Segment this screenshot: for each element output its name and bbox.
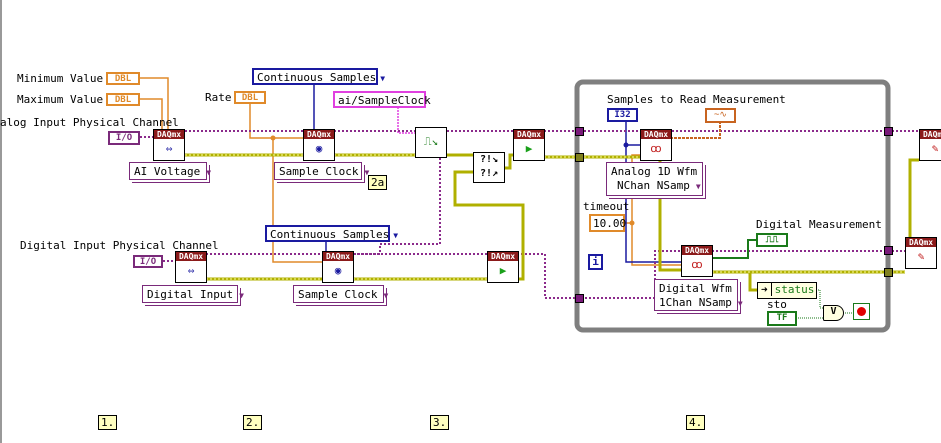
node-header: DAQmx xyxy=(920,130,941,139)
error-tunnel xyxy=(884,268,893,277)
node-header: DAQmx xyxy=(514,130,544,139)
loop-condition-stop[interactable] xyxy=(853,303,870,320)
sample-mode-enum-2[interactable]: Continuous Samples▼ xyxy=(265,225,398,242)
stop-task-ai-node[interactable]: DAQmx ✎ xyxy=(919,129,941,161)
max-value-label: Maximum Value xyxy=(17,93,104,106)
dropdown-arrow-icon: ▼ xyxy=(383,291,389,300)
dropdown-arrow-icon: ▼ xyxy=(239,291,244,300)
clock-icon: ◉ xyxy=(315,142,323,155)
step-label-3: 3. xyxy=(430,415,450,430)
play-icon: ▶ xyxy=(499,264,507,277)
selector-value: AI Voltage xyxy=(134,165,201,178)
status-field: status xyxy=(770,283,815,296)
or-gate: V xyxy=(823,305,844,321)
dropdown-arrow-icon: ▼ xyxy=(380,74,386,83)
create-channel-di-node[interactable]: DAQmx ⇔ xyxy=(175,251,207,283)
node-header: DAQmx xyxy=(304,130,334,139)
sample-mode-value: Continuous Samples xyxy=(257,71,377,84)
unbundle-status: ➜status xyxy=(757,282,817,299)
selector-value: Sample Clock xyxy=(279,165,359,178)
selector-value: Digital Input xyxy=(147,288,234,301)
stop-control[interactable]: TF xyxy=(767,311,797,326)
sto-label: sto xyxy=(767,298,787,311)
dropdown-arrow-icon: ▼ xyxy=(695,182,701,191)
timing-ai-node[interactable]: DAQmx ◉ xyxy=(303,129,335,161)
arrow-right-icon: ➜ xyxy=(761,283,768,296)
play-icon: ▶ xyxy=(525,142,533,155)
node-header: DAQmx xyxy=(154,130,184,139)
create-channel-icon: ⇔ xyxy=(187,264,195,277)
clear-task-node[interactable]: DAQmx ✎ xyxy=(905,237,937,269)
merge-errors-icon: ?!↘?!↗ xyxy=(479,154,499,179)
step-label-4: 4. xyxy=(686,415,706,430)
read-ai-node[interactable]: DAQmx ꝏ xyxy=(640,129,672,161)
dropdown-arrow-icon: ▼ xyxy=(737,299,743,308)
ai-channel-control[interactable]: I/O xyxy=(108,131,140,145)
digital-input-selector[interactable]: Digital Input ▼ xyxy=(142,285,244,303)
trigger-source-string[interactable]: ai/SampleClock xyxy=(333,91,431,108)
trigger-node[interactable]: ⎍↘ xyxy=(415,127,447,158)
while-loop xyxy=(574,79,891,333)
create-channel-icon: ⇔ xyxy=(165,142,173,155)
node-header: DAQmx xyxy=(176,252,206,261)
start-task-di-node[interactable]: DAQmx ▶ xyxy=(487,251,519,283)
sample-mode-value: Continuous Samples xyxy=(270,228,390,241)
ai-voltage-selector[interactable]: AI Voltage ▼ xyxy=(129,162,211,180)
step-label-2: 2. xyxy=(243,415,263,430)
dropdown-arrow-icon: ▼ xyxy=(393,231,399,240)
ai-channel-label: alog Input Physical Channel xyxy=(0,116,179,129)
rate-label: Rate xyxy=(205,91,232,104)
timing-di-node[interactable]: DAQmx ◉ xyxy=(322,251,354,283)
error-tunnel xyxy=(575,153,584,162)
min-value-control[interactable]: DBL xyxy=(106,72,140,85)
clock-icon: ◉ xyxy=(334,264,342,277)
di-channel-control[interactable]: I/O xyxy=(133,255,163,268)
selector-value: Sample Clock xyxy=(298,288,378,301)
iteration-terminal: i xyxy=(588,254,603,270)
timeout-label: timeout xyxy=(583,200,630,213)
sample-mode-enum-1[interactable]: Continuous Samples▼ xyxy=(252,68,385,85)
start-task-ai-node[interactable]: DAQmx ▶ xyxy=(513,129,545,161)
rate-control[interactable]: DBL xyxy=(234,91,266,104)
sample-clock-selector-1[interactable]: Sample Clock ▼ xyxy=(274,162,369,180)
node-header: DAQmx xyxy=(906,238,936,247)
glasses-icon: ꝏ xyxy=(650,142,662,155)
merge-errors-node[interactable]: ?!↘?!↗ xyxy=(473,152,505,183)
dropdown-arrow-icon: ▼ xyxy=(206,168,212,177)
selector-value: Digital Wfm xyxy=(659,282,732,295)
step-label-2a: 2a xyxy=(368,175,388,190)
task-tunnel xyxy=(884,246,893,255)
digital-waveform-indicator: ⎍⎍ xyxy=(756,233,788,247)
timeout-constant[interactable]: 10.00 xyxy=(589,214,626,232)
min-value-label: Minimum Value xyxy=(17,72,104,85)
task-tunnel xyxy=(575,294,584,303)
node-header: DAQmx xyxy=(641,130,671,139)
digital-measurement-label: Digital Measurement xyxy=(756,218,882,231)
selector-value: 1Chan NSamp xyxy=(659,296,732,309)
glasses-icon: ꝏ xyxy=(691,258,703,271)
task-tunnel xyxy=(575,127,584,136)
eraser-icon: ✎ xyxy=(917,250,925,263)
read-di-node[interactable]: DAQmx ꝏ xyxy=(681,245,713,277)
trigger-icon: ⎍↘ xyxy=(423,135,439,148)
selector-value: NChan NSamp xyxy=(617,179,690,192)
waveform-graph-indicator: ~∿ xyxy=(705,108,736,123)
stop-icon: ✎ xyxy=(931,142,939,155)
step-label-1: 1. xyxy=(98,415,118,430)
sample-clock-selector-2[interactable]: Sample Clock ▼ xyxy=(293,285,388,303)
di-channel-label: Digital Input Physical Channel xyxy=(20,239,219,252)
task-tunnel xyxy=(884,127,893,136)
node-header: DAQmx xyxy=(682,246,712,255)
dropdown-arrow-icon: ▼ xyxy=(364,168,370,177)
create-channel-ai-node[interactable]: DAQmx ⇔ xyxy=(153,129,185,161)
max-value-control[interactable]: DBL xyxy=(106,93,140,106)
samples-to-read-label: Samples to Read Measurement xyxy=(607,93,786,106)
node-header: DAQmx xyxy=(488,252,518,261)
node-header: DAQmx xyxy=(323,252,353,261)
samples-to-read-control[interactable]: I32 xyxy=(607,108,638,122)
selector-value: Analog 1D Wfm xyxy=(611,165,698,178)
